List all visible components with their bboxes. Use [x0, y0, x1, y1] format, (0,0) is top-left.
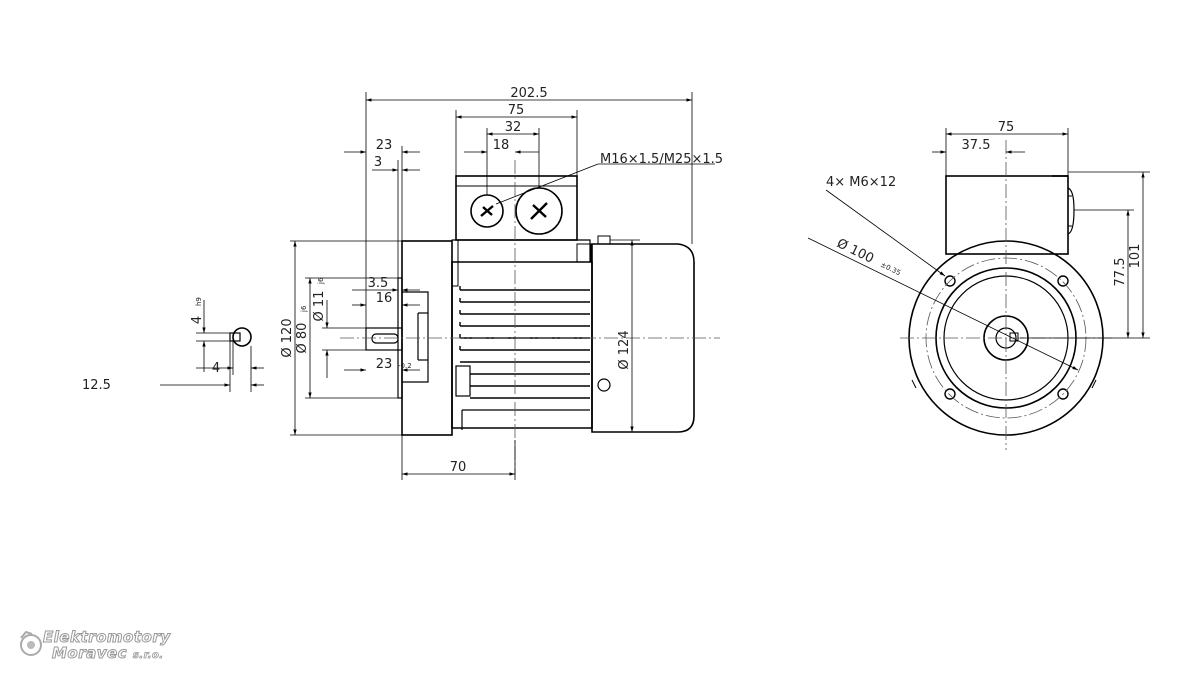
logo-company-name: Elektromotory: [43, 628, 171, 647]
fan-cowl: [591, 243, 695, 433]
shaft-key: [371, 333, 399, 344]
dim-shaft-3-5: 3.5: [368, 276, 389, 291]
dim-shaft-diameter: Ø 11: [312, 291, 327, 322]
dim-key-height: 12.5: [82, 378, 111, 393]
motor-body: [451, 261, 593, 429]
logo-suffix: s.r.o.: [132, 650, 164, 662]
dim-pcd: Ø 100: [834, 236, 876, 267]
dim-box-height-101: 101: [1128, 244, 1143, 269]
bolt-holes-label: 4× M6×12: [826, 175, 896, 190]
dim-body-diameter: Ø 124: [617, 330, 632, 369]
cooling-fins: [459, 286, 590, 399]
dim-end-box-half: 37.5: [962, 138, 991, 153]
side-view: [365, 175, 695, 436]
thread-label: M16×1.5/M25×1.5: [600, 152, 723, 167]
dim-overall-length: 202.5: [510, 86, 547, 101]
dim-box-height-77: 77.5: [1113, 258, 1128, 287]
dim-spigot-diameter: Ø 80: [295, 323, 310, 354]
dim-shaft-16: 16: [376, 291, 393, 306]
shaft: [365, 327, 403, 351]
spigot-step: [402, 291, 429, 383]
drain-plug: [597, 378, 611, 392]
logo-line2-text: Moravec: [51, 644, 128, 663]
dim-spigot-diameter-tol: j6: [300, 305, 308, 313]
dim-gland-offset: 18: [493, 138, 510, 153]
dim-key-width-tol: h9: [195, 297, 203, 306]
logo-mark-icon: [20, 630, 42, 656]
dim-flange-offset-3: 3: [374, 155, 382, 170]
dim-key-depth: 4: [212, 361, 220, 376]
dim-flange-diameter: Ø 120: [280, 318, 295, 357]
bolt-holes: [944, 275, 1069, 400]
dim-shaft-length: 23: [376, 357, 393, 372]
dim-end-box-width: 75: [998, 120, 1015, 135]
dim-terminal-box-width: 75: [508, 103, 525, 118]
dim-flange-offset-23: 23: [376, 138, 393, 153]
logo-company-name-2: Moravec s.r.o.: [51, 644, 164, 663]
dim-shaft-length-tol: -0.2: [398, 362, 412, 370]
key-section: [160, 300, 264, 392]
dim-key-width: 4: [190, 316, 205, 324]
dim-shaft-diameter-tol: j6: [317, 277, 325, 285]
dim-flange-to-box: 70: [450, 460, 467, 475]
end-terminal-box: [945, 175, 1069, 255]
dim-gland-spacing: 32: [505, 120, 522, 135]
